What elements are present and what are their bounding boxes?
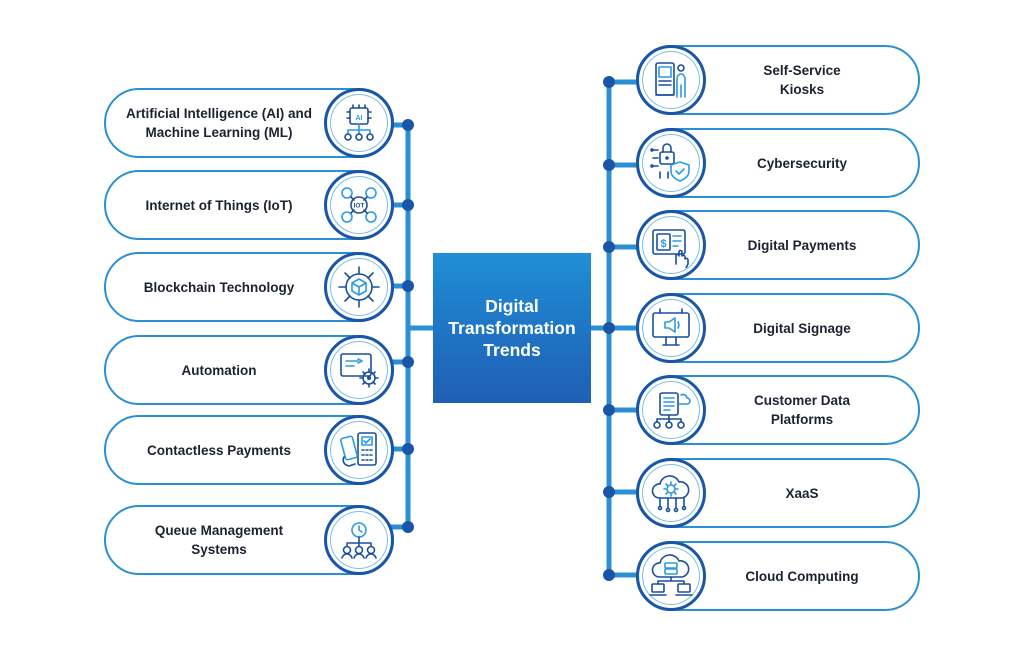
trend-card-cloud-computing: Cloud Computing bbox=[636, 541, 920, 611]
cloud-gear-icon bbox=[636, 458, 706, 528]
trend-card-contactless: Contactless Payments bbox=[104, 415, 394, 485]
trend-card-digital-signage: Digital Signage bbox=[636, 293, 920, 363]
left-junction-dots bbox=[402, 119, 414, 533]
trend-label: Cybersecurity bbox=[756, 155, 848, 171]
trend-card-iot: Internet of Things (IoT) IOT bbox=[104, 170, 394, 240]
trend-label: Internet of Things (IoT) bbox=[145, 197, 293, 213]
svg-text:$: $ bbox=[660, 238, 666, 250]
trend-label: Self-Service Kiosks bbox=[763, 63, 841, 97]
trend-card-digital-payments: Digital Payments $ bbox=[636, 210, 920, 280]
queue-management-icon bbox=[324, 505, 394, 575]
right-connectors bbox=[588, 79, 643, 578]
trend-card-ai-ml: Artificial Intelligence (AI) and Machine… bbox=[104, 88, 394, 158]
kiosk-icon bbox=[636, 45, 706, 115]
automation-gear-icon bbox=[324, 335, 394, 405]
svg-text:IOT: IOT bbox=[354, 203, 365, 210]
trend-label: Digital Payments bbox=[747, 237, 857, 253]
center-title-box: Digital Transformation Trends bbox=[433, 253, 591, 403]
trend-label: XaaS bbox=[785, 485, 819, 501]
blockchain-cube-icon bbox=[324, 252, 394, 322]
left-connectors bbox=[383, 122, 436, 533]
trend-label: Digital Signage bbox=[753, 320, 851, 336]
signage-icon bbox=[636, 293, 706, 363]
trend-label: Contactless Payments bbox=[146, 442, 292, 458]
security-shield-icon bbox=[636, 128, 706, 198]
trend-label: Artificial Intelligence (AI) and Machine… bbox=[125, 106, 313, 140]
trend-label: Automation bbox=[181, 362, 257, 378]
svg-text:AI: AI bbox=[356, 115, 363, 122]
trend-label: Blockchain Technology bbox=[143, 279, 295, 295]
trend-label: Cloud Computing bbox=[745, 568, 859, 584]
trend-card-queue: Queue Management Systems bbox=[104, 505, 394, 575]
trend-card-automation: Automation bbox=[104, 335, 394, 405]
trend-card-kiosks: Self-Service Kiosks bbox=[636, 45, 920, 115]
center-title: Digital Transformation Trends bbox=[448, 296, 576, 360]
trend-card-blockchain: Blockchain Technology bbox=[104, 252, 394, 322]
ai-chip-icon: AI bbox=[324, 88, 394, 158]
trend-label: Queue Management Systems bbox=[154, 523, 284, 557]
trend-card-customer-data: Customer Data Platforms bbox=[636, 375, 920, 445]
cloud-server-icon bbox=[636, 541, 706, 611]
trend-label: Customer Data Platforms bbox=[753, 393, 851, 427]
trend-card-cybersecurity: Cybersecurity bbox=[636, 128, 920, 198]
right-junction-dots bbox=[603, 76, 615, 581]
customer-data-icon bbox=[636, 375, 706, 445]
contactless-payment-icon bbox=[324, 415, 394, 485]
trend-card-xaas: XaaS bbox=[636, 458, 920, 528]
iot-icon: IOT bbox=[324, 170, 394, 240]
digital-payment-icon: $ bbox=[636, 210, 706, 280]
